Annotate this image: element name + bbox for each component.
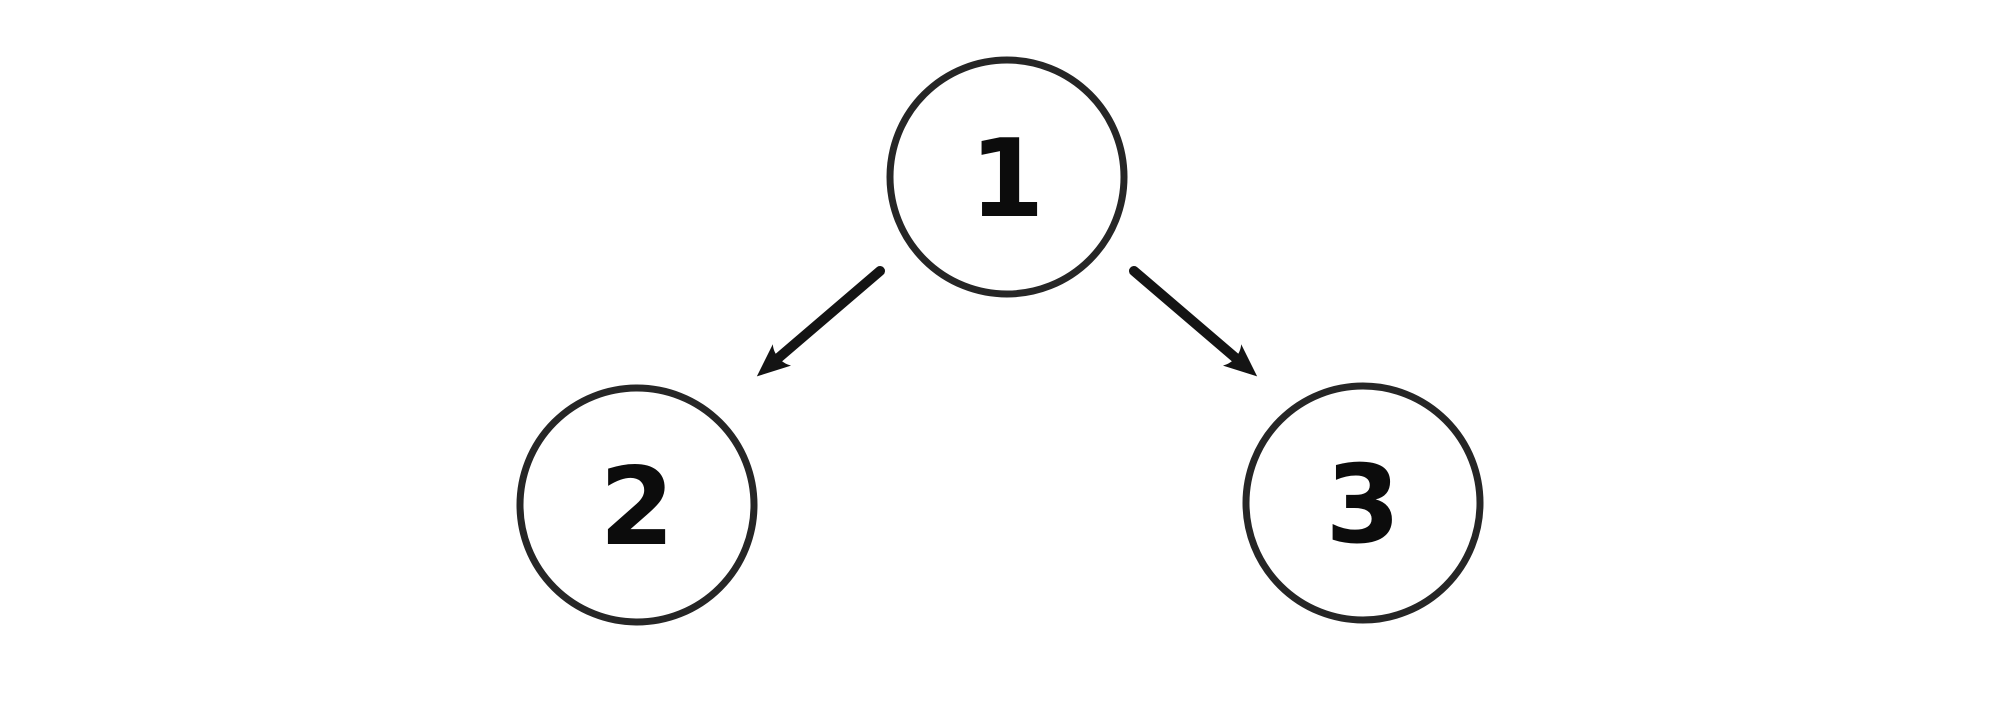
tree-node-2-circle [516, 384, 758, 626]
edge-1-to-3-arrow [1129, 266, 1258, 377]
tree-node-2-label: 2 [599, 445, 674, 570]
edge-1-to-2-arrow [756, 266, 885, 377]
tree-node-3-circle [1242, 382, 1484, 624]
tree-node-3-label: 3 [1325, 443, 1400, 568]
tree-node-1-circle [886, 56, 1128, 298]
tree-node-1-label: 1 [969, 117, 1044, 242]
